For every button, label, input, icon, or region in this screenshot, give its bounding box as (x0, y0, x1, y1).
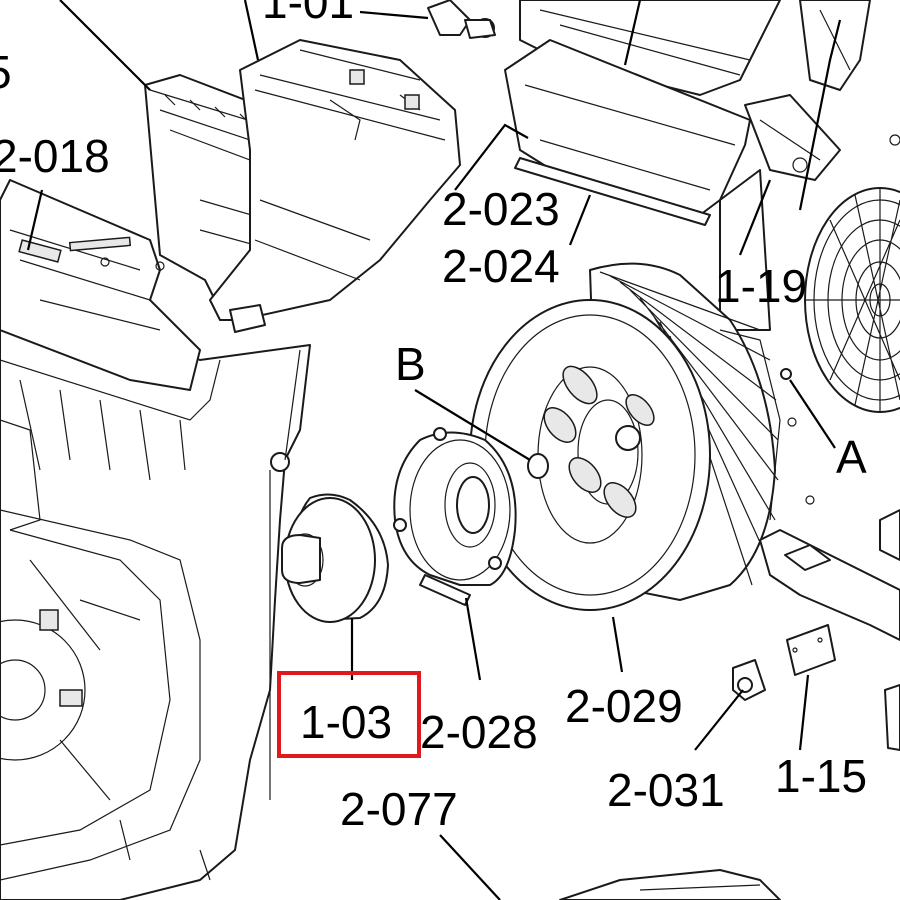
sensor-part (427, 0, 496, 39)
blower-housing-left (0, 299, 311, 900)
callout-1-19[interactable]: 1-19 (715, 260, 807, 312)
damper-door-assembly (504, 0, 900, 331)
fan-motor (281, 493, 389, 623)
highlight-box (277, 671, 421, 758)
callout-2-023[interactable]: 2-023 (442, 183, 560, 235)
callout-1-03[interactable]: 1-03 (300, 696, 392, 748)
callout-2-028[interactable]: 2-028 (420, 706, 538, 758)
blower-wheel (469, 262, 779, 611)
callout-1-01[interactable]: 1-01 (262, 0, 354, 28)
callout-2-029[interactable]: 2-029 (565, 680, 683, 732)
callout-2-018[interactable]: 2-018 (0, 130, 110, 182)
callout-5[interactable]: 5 (0, 46, 12, 98)
leader-lines (26, 0, 842, 900)
callout-2-031[interactable]: 2-031 (607, 764, 725, 816)
bottom-right-parts (559, 329, 900, 900)
callout-labels: 1-01 5 2-018 2-023 2-024 1-19 B A 1-03 2… (0, 0, 867, 835)
top-cover-assembly (209, 39, 461, 333)
callout-2-077[interactable]: 2-077 (340, 783, 458, 835)
callout-A[interactable]: A (836, 431, 867, 483)
fan-grille (804, 187, 900, 413)
callout-B[interactable]: B (395, 338, 426, 390)
callout-2-024[interactable]: 2-024 (442, 240, 560, 292)
motor-bracket (393, 427, 517, 606)
callout-1-15[interactable]: 1-15 (775, 750, 867, 802)
